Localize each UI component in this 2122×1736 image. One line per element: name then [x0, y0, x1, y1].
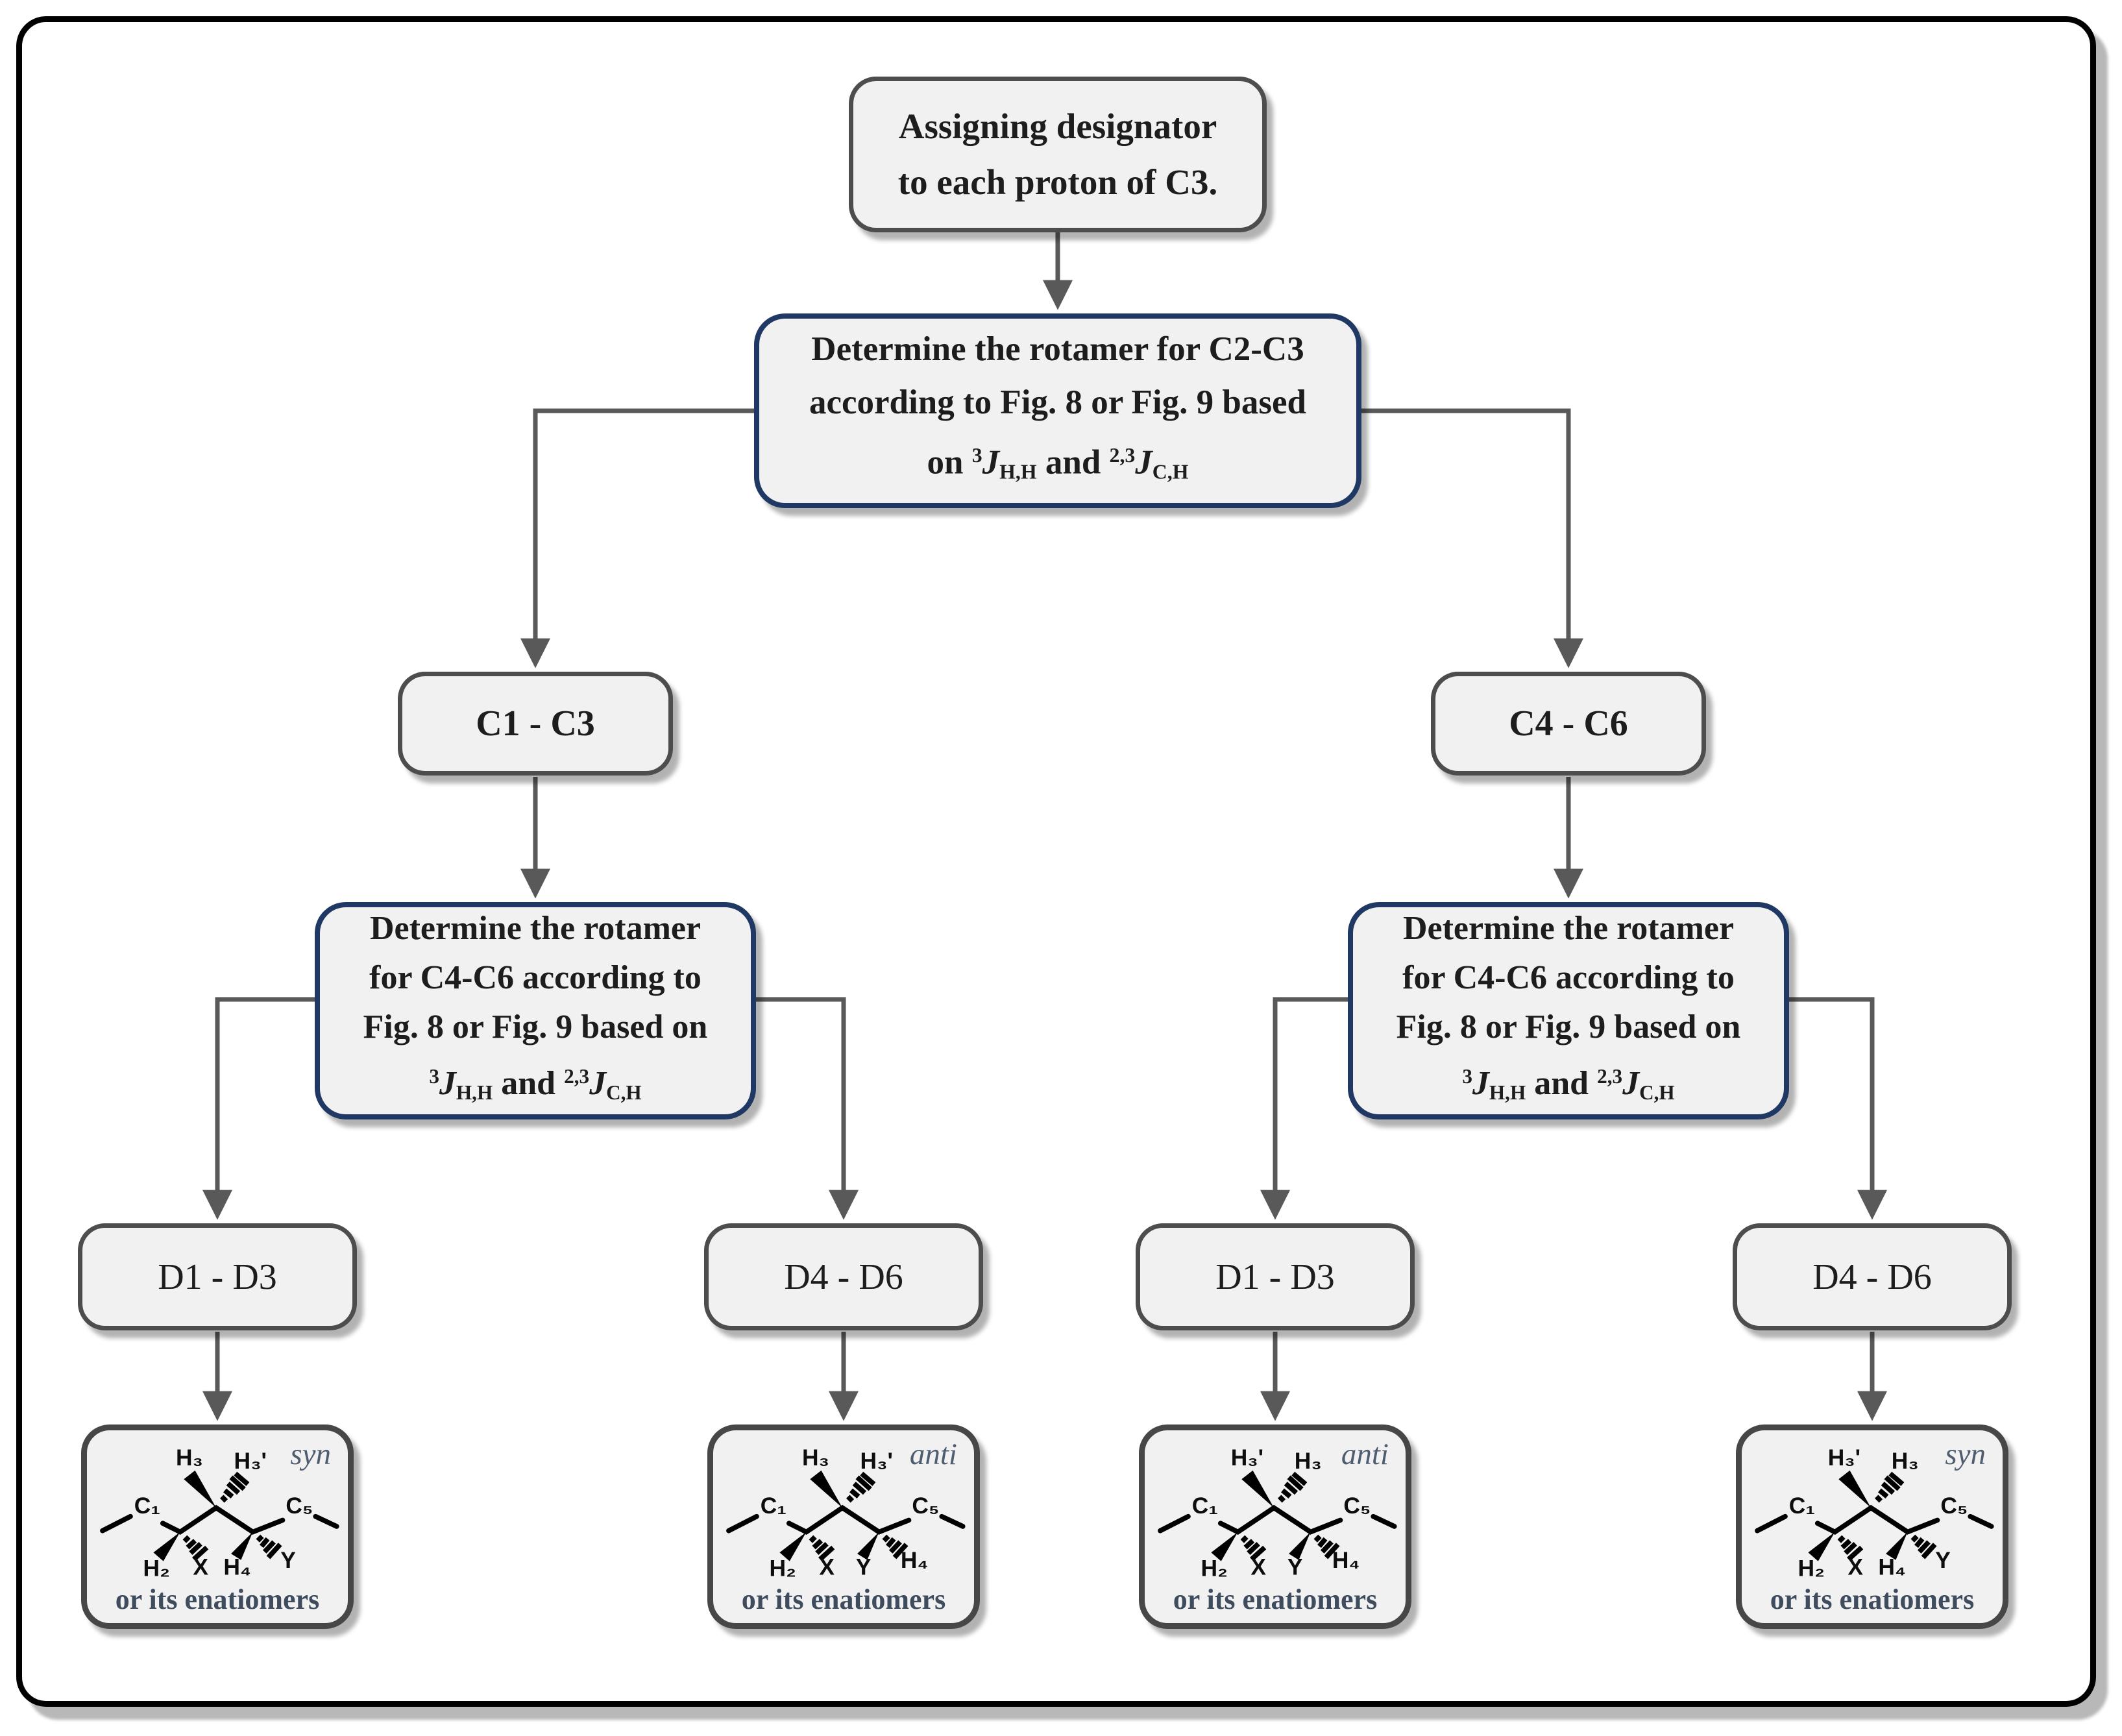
atom-label-c5: C₅ — [1343, 1493, 1371, 1519]
node-d1-d3-right: D1 - D3 — [1136, 1223, 1415, 1330]
node-root-line1: Determine the rotamer for C2-C3 — [811, 330, 1304, 369]
node-root-line2: according to Fig. 8 or Fig. 9 based — [809, 384, 1306, 422]
enantiomer-note: or its enatiomers — [741, 1583, 946, 1615]
node-d4-d6-left: D4 - D6 — [704, 1223, 983, 1330]
molecule-box-anti-1: anti H₃ H₃' C₁ C₅ H₂ X Y H₄ or its enati… — [707, 1424, 980, 1629]
outer-frame — [16, 16, 2096, 1707]
atom-label-top-right: H₃ — [1892, 1448, 1919, 1474]
connector-root-c13 — [520, 408, 754, 668]
atom-label-c4-right: H₄ — [1332, 1547, 1360, 1573]
connector-rotright-d3 — [1260, 997, 1348, 1220]
atom-label-c5: C₅ — [286, 1493, 313, 1519]
molecule-structure: H₃ H₃' C₁ C₅ H₂ X Y H₄ — [713, 1445, 974, 1582]
node-d4-d6-right: D4 - D6 — [1733, 1223, 2012, 1330]
atom-label-h2: H₂ — [1798, 1556, 1825, 1582]
molecule-structure: H₃ H₃' C₁ C₅ H₂ X H₄ Y — [87, 1445, 348, 1582]
atom-label-h2: H₂ — [143, 1556, 170, 1582]
node-root-decision: Determine the rotamer for C2-C3 accordin… — [754, 313, 1361, 508]
node-branch-c1-c3: C1 - C3 — [398, 672, 673, 776]
enantiomer-note: or its enatiomers — [115, 1583, 320, 1615]
atom-label-top-left: H₃' — [1231, 1445, 1263, 1471]
enantiomer-note: or its enatiomers — [1173, 1583, 1378, 1615]
stereo-tag: anti — [909, 1437, 957, 1471]
atom-label-top-right: H₃' — [234, 1448, 267, 1474]
connector-root-c46 — [1361, 408, 1583, 668]
node-rotamer-left: Determine the rotamer for C4-C6 accordin… — [315, 902, 756, 1119]
atom-label-h2: H₂ — [1201, 1556, 1228, 1582]
branch-c4-c6-label: C4 - C6 — [1509, 703, 1628, 744]
atom-label-x: X — [1250, 1554, 1266, 1580]
d1-d3-right-label: D1 - D3 — [1215, 1256, 1335, 1297]
stereo-tag: anti — [1341, 1437, 1389, 1471]
rotamer-left-formula: 3JH,H and 2,3JC,H — [429, 1065, 642, 1104]
rotamer-right-line3: Fig. 8 or Fig. 9 based on — [1396, 1009, 1741, 1046]
rotamer-right-formula: 3JH,H and 2,3JC,H — [1462, 1065, 1675, 1104]
atom-label-x: X — [1848, 1554, 1863, 1580]
stereo-tag: syn — [290, 1437, 331, 1471]
node-branch-c4-c6: C4 - C6 — [1431, 672, 1706, 776]
rotamer-left-line3: Fig. 8 or Fig. 9 based on — [363, 1009, 708, 1046]
atom-label-c1: C₁ — [134, 1493, 160, 1519]
node-d1-d3-left: D1 - D3 — [78, 1223, 357, 1330]
atom-label-c4-right: Y — [280, 1547, 296, 1573]
node-start: Assigning designator to each proton of C… — [849, 77, 1267, 232]
d1-d3-left-label: D1 - D3 — [158, 1256, 277, 1297]
stereo-tag: syn — [1945, 1437, 1986, 1471]
molecule-structure: H₃' H₃ C₁ C₅ H₂ X Y H₄ — [1145, 1445, 1406, 1582]
atom-label-top-left: H₃ — [802, 1445, 829, 1471]
atom-label-top-right: H₃ — [1295, 1448, 1322, 1474]
branch-c1-c3-label: C1 - C3 — [476, 703, 595, 744]
d4-d6-left-label: D4 - D6 — [784, 1256, 903, 1297]
rotamer-right-line2: for C4-C6 according to — [1402, 959, 1735, 997]
molecule-structure: H₃' H₃ C₁ C₅ H₂ X H₄ Y — [1742, 1445, 2003, 1582]
molecule-box-syn-2: syn H₃' H₃ C₁ C₅ H₂ X H₄ Y or its enatio… — [1736, 1424, 2008, 1629]
node-root-formula: on 3JH,H and 2,3JC,H — [927, 443, 1189, 483]
connector-rotleft-d2 — [756, 997, 859, 1220]
atom-label-top-left: H₃' — [1828, 1445, 1860, 1471]
atom-label-x: X — [193, 1554, 208, 1580]
rotamer-left-line2: for C4-C6 according to — [369, 959, 701, 997]
rotamer-left-line1: Determine the rotamer — [369, 910, 701, 947]
rotamer-right-line1: Determine the rotamer — [1402, 910, 1735, 947]
atom-label-c4-left: H₄ — [223, 1554, 250, 1580]
atom-label-c1: C₁ — [761, 1493, 787, 1519]
enantiomer-note: or its enatiomers — [1770, 1583, 1975, 1615]
atom-label-c4-left: H₄ — [1878, 1554, 1905, 1580]
node-start-line1: Assigning designator — [898, 106, 1217, 146]
connector-rotleft-d1 — [202, 997, 315, 1220]
molecule-box-syn-1: syn H₃ H₃' C₁ C₅ H₂ X H₄ Y or its enatio… — [81, 1424, 354, 1629]
node-start-line2: to each proton of C3. — [897, 162, 1218, 202]
atom-label-x: X — [819, 1554, 835, 1580]
atom-label-c1: C₁ — [1192, 1493, 1218, 1519]
atom-label-h2: H₂ — [770, 1556, 796, 1582]
atom-label-c4-left: Y — [1287, 1554, 1303, 1580]
atom-label-c4-right: Y — [1935, 1547, 1951, 1573]
d4-d6-right-label: D4 - D6 — [1812, 1256, 1932, 1297]
atom-label-c5: C₅ — [912, 1493, 939, 1519]
atom-label-c4-right: H₄ — [901, 1547, 928, 1573]
molecule-box-anti-2: anti H₃' H₃ C₁ C₅ H₂ X Y H₄ or its enati… — [1139, 1424, 1411, 1629]
atom-label-top-left: H₃ — [176, 1445, 203, 1471]
atom-label-c5: C₅ — [1940, 1493, 1968, 1519]
node-rotamer-right: Determine the rotamer for C4-C6 accordin… — [1348, 902, 1789, 1119]
atom-label-c1: C₁ — [1789, 1493, 1815, 1519]
atom-label-top-right: H₃' — [860, 1448, 893, 1474]
connector-rotright-d4 — [1789, 997, 1887, 1220]
atom-label-c4-left: Y — [856, 1554, 872, 1580]
